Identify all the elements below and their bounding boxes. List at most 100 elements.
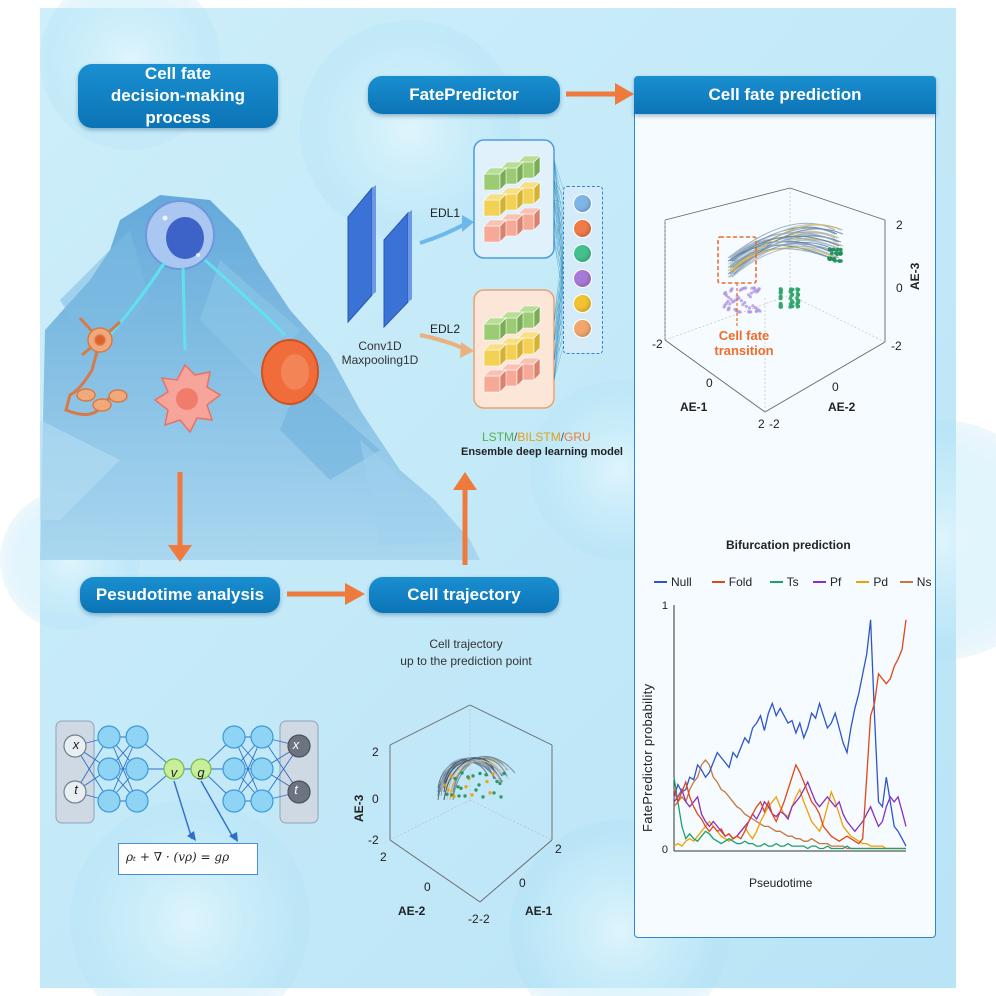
hidden-node [97, 725, 121, 749]
legend-item: Pd [856, 575, 888, 589]
purple-point [747, 306, 752, 310]
legend-item: Pf [813, 575, 841, 589]
trajectory-point [470, 793, 474, 797]
purple-point [746, 293, 751, 297]
conv-layer-label: Conv1D Maxpooling1D [340, 339, 420, 367]
pred-tick-ae1: -2 [652, 337, 663, 351]
purple-point [751, 304, 755, 308]
purple-point [727, 295, 731, 299]
trajectory-point [446, 788, 450, 792]
green-point [791, 300, 795, 304]
cube-side [516, 187, 524, 211]
output-node [573, 294, 592, 313]
trajectory-point [478, 771, 482, 776]
cube-side [499, 167, 507, 191]
trajectory-point [452, 794, 456, 799]
hidden-node [250, 757, 274, 781]
purple-point [735, 294, 739, 298]
trajectory-point [477, 783, 481, 787]
axis-line [789, 187, 886, 221]
cube [483, 199, 501, 217]
green-point [795, 302, 799, 306]
input-t-label: t [74, 782, 78, 797]
cube-side [516, 161, 524, 185]
chart-ylabel: FatePredictor probability [640, 683, 655, 832]
output-node [573, 319, 592, 338]
cube [483, 349, 501, 367]
g-arrow [200, 780, 235, 840]
trajectory-3d-plot [389, 704, 553, 903]
green-point [791, 287, 795, 292]
trajectory-point [449, 774, 453, 778]
output-nodes [569, 192, 595, 352]
bg-cell [300, 20, 520, 240]
stem-cell [145, 200, 215, 270]
model-variants-label: LSTM/BILSTM/GRU [482, 430, 591, 444]
trajectory-point [499, 795, 503, 799]
gru-label: GRU [564, 430, 591, 444]
cube-side [516, 213, 524, 237]
conv-label-line1: Conv1D [358, 339, 402, 353]
ensemble-label: Ensemble deep learning model [461, 446, 623, 458]
trajectory-point [485, 779, 489, 784]
g-arrowhead [229, 832, 238, 842]
equation-box [118, 843, 258, 875]
pred-axis-ae3: AE-3 [908, 262, 922, 290]
legend-swatch [654, 581, 667, 583]
traj-tick-ae2: -2 [468, 912, 479, 926]
purple-point [726, 299, 730, 303]
hidden-node [250, 725, 274, 749]
grid-line [789, 294, 886, 343]
legend-swatch [856, 581, 870, 583]
node-g-label: g [197, 765, 205, 780]
hidden-node [125, 789, 149, 813]
traj-tick-ae2: 2 [380, 850, 387, 864]
green-point [828, 247, 832, 252]
cell-fate-prediction-header: Cell fate prediction [634, 76, 936, 114]
cube-side [499, 193, 507, 217]
y-tick-label: 0 [662, 844, 668, 856]
pseudotime-analysis-header: Pesudotime analysis [80, 577, 280, 613]
trajectory-curve [446, 758, 510, 801]
conv1d-block [347, 185, 412, 329]
trajectory-caption: Cell trajectory up to the prediction poi… [383, 636, 549, 670]
lineage-line [108, 261, 167, 336]
series-line-null [673, 619, 907, 847]
legend-label: Pd [873, 575, 889, 589]
fatepredictor-header: FatePredictor [368, 76, 560, 114]
y-tick-label: 1 [662, 600, 668, 612]
trajectory-point [484, 773, 488, 777]
hidden-node [250, 789, 274, 813]
output-node [573, 219, 592, 238]
cube-side [533, 181, 541, 205]
pred-tick-ae1: 0 [706, 376, 713, 390]
green-point [778, 287, 783, 291]
green-point [795, 296, 799, 301]
cube-side [516, 337, 524, 361]
pred-axis-ae1: AE-1 [680, 400, 708, 414]
purple-point [749, 291, 753, 295]
output-node [573, 194, 592, 213]
trajectory-point [491, 772, 495, 776]
cube-side [499, 343, 507, 367]
trajectory-curve [437, 761, 489, 793]
legend-label: Ts [786, 575, 799, 589]
purple-point [744, 304, 748, 308]
purple-point [739, 299, 743, 303]
series-line-pd [673, 787, 906, 850]
bilstm-label: BILSTM [517, 430, 561, 444]
pred-tick-ae3: 0 [896, 281, 903, 295]
output-node [573, 269, 592, 288]
series-line-pf [673, 780, 907, 840]
bifurcation-chart: 10 [662, 600, 907, 856]
cube-side [533, 305, 541, 329]
trajectory-curve [440, 757, 504, 785]
trajectory-point [445, 792, 449, 796]
legend-swatch [711, 581, 725, 583]
traj-axis-ae3: AE-3 [352, 794, 366, 822]
hidden-node [97, 789, 121, 813]
neuron-cell [64, 316, 128, 416]
axis-line [764, 341, 886, 413]
